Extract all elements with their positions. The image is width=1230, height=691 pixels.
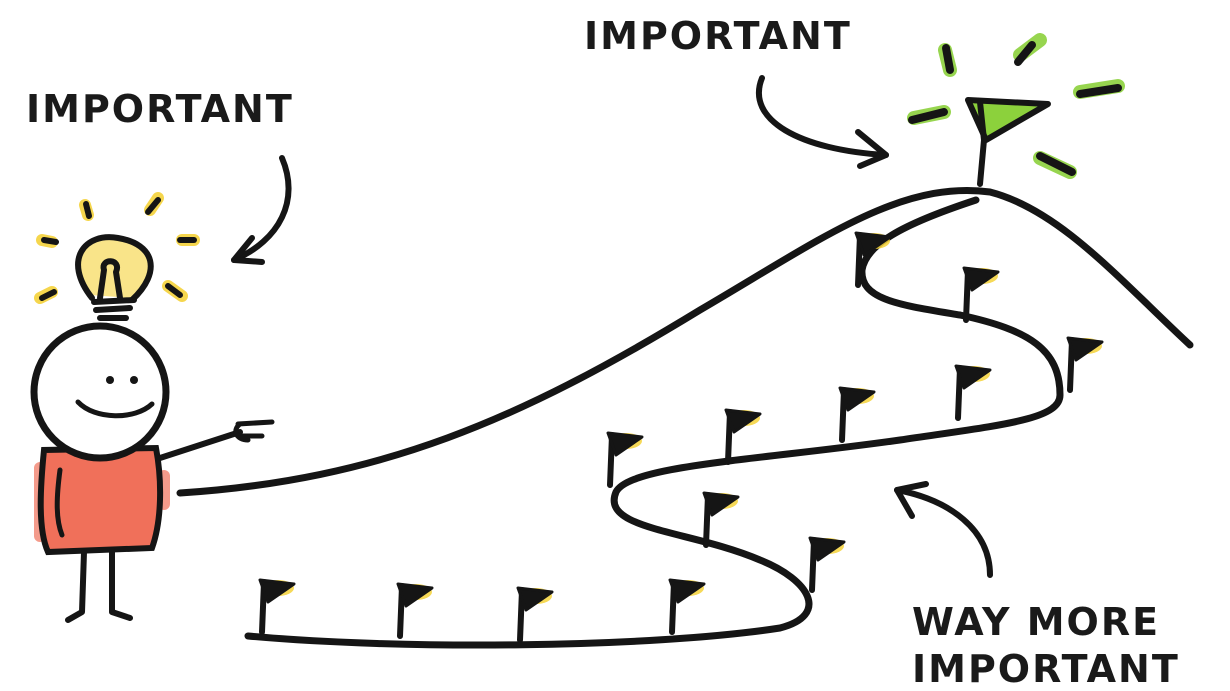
label-important-top: IMPORTANT bbox=[584, 14, 852, 58]
milestone-flag-icon bbox=[838, 386, 876, 443]
milestone-flag-icon bbox=[854, 231, 892, 288]
winding-trail bbox=[244, 196, 1064, 649]
label-way-more: WAY MORE bbox=[912, 600, 1161, 644]
milestone-flag-icon bbox=[724, 408, 762, 465]
milestone-flags bbox=[258, 231, 1104, 643]
lightbulb-icon bbox=[34, 192, 200, 321]
label-important-bottom: IMPORTANT bbox=[912, 647, 1180, 691]
milestone-flag-icon bbox=[702, 491, 740, 548]
label-important-left: IMPORTANT bbox=[26, 87, 294, 131]
milestone-flag-icon bbox=[962, 266, 1000, 323]
milestone-flag-icon bbox=[1066, 336, 1104, 393]
milestone-flag-icon bbox=[396, 582, 434, 639]
milestone-flag-icon bbox=[258, 578, 296, 635]
milestone-flag-icon bbox=[606, 431, 644, 488]
milestone-flag-icon bbox=[954, 364, 992, 421]
milestone-flag-icon bbox=[668, 578, 706, 635]
person-figure bbox=[30, 322, 275, 623]
arrow-bottom-icon bbox=[894, 481, 993, 578]
arrow-left-icon bbox=[231, 155, 292, 265]
arrow-top-icon bbox=[756, 75, 889, 169]
goal-flag-icon bbox=[907, 33, 1125, 187]
milestone-flag-icon bbox=[516, 586, 554, 643]
mountain-path bbox=[176, 187, 1194, 497]
milestone-flag-icon bbox=[808, 536, 846, 593]
